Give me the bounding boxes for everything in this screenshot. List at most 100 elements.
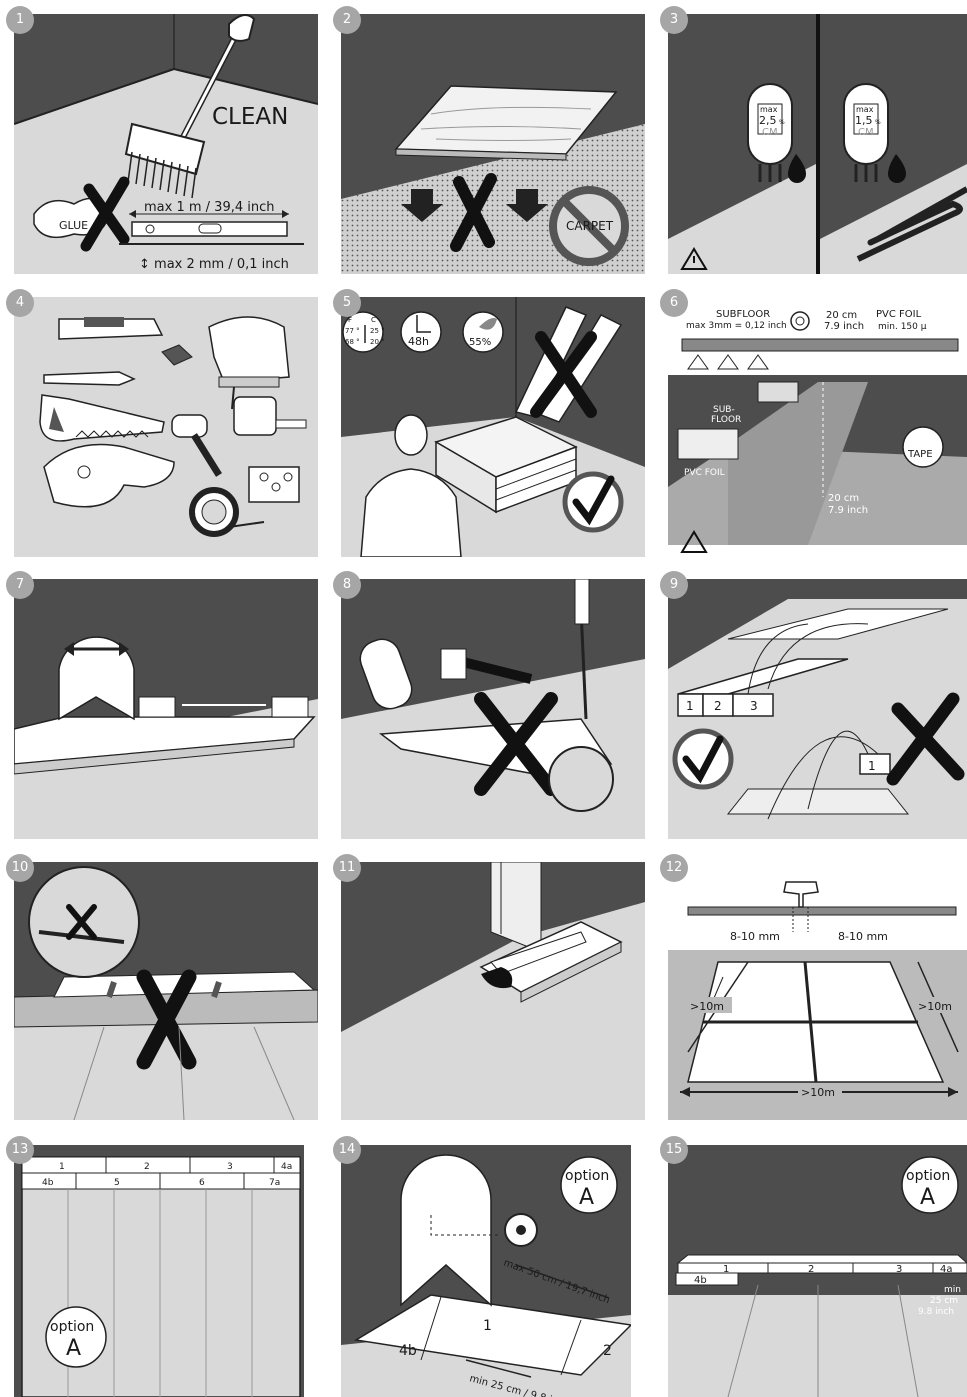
- step-3-illustration: max 2,5 % CM max 1,5 % CM: [668, 14, 967, 274]
- step-badge: 13: [6, 1136, 34, 1164]
- row1-board-2: 2: [144, 1162, 150, 1172]
- temp-c-high: 25 °: [370, 327, 385, 335]
- step-badge: 4: [6, 289, 34, 317]
- step-10-illustration: [14, 862, 318, 1120]
- row2-board-7a: 7a: [269, 1178, 280, 1188]
- min-cm-label: 25 cm: [930, 1296, 958, 1306]
- tape-measure-icon: [234, 397, 276, 435]
- step-13-illustration: 1 2 3 4a 4b 5 6 7a option A: [14, 1145, 304, 1397]
- temp-c-header: C: [371, 316, 376, 324]
- row1-board-3: 3: [227, 1162, 233, 1172]
- spacer-icon: [272, 697, 308, 717]
- option-letter: A: [920, 1185, 935, 1210]
- temp-f-high: 77 °: [345, 327, 360, 335]
- step-9-illustration: 1 2 3 1: [668, 579, 967, 839]
- step-badge: 15: [660, 1136, 688, 1164]
- overlap-cm-bottom: 20 cm: [828, 493, 859, 504]
- overlap-inch-top: 7.9 inch: [824, 321, 864, 332]
- step-badge: 12: [660, 854, 688, 882]
- step-6-panel: SUBFLOOR max 3mm = 0,12 inch 20 cm 7.9 i…: [668, 297, 967, 557]
- glue-label: GLUE: [59, 219, 88, 232]
- option-letter: A: [579, 1185, 594, 1210]
- step-7-illustration: [14, 579, 318, 839]
- step-11-panel: [341, 862, 645, 1120]
- step-4-illustration: [14, 297, 318, 557]
- step-9-panel: 1 2 3 1: [668, 579, 967, 839]
- temp-c-low: 20 °: [370, 338, 385, 346]
- board-4b-label: 4b: [399, 1343, 417, 1359]
- jigsaw-icon: [209, 317, 289, 382]
- overlap-inch-bottom: 7.9 inch: [828, 505, 868, 516]
- carpet-label: CARPET: [566, 219, 614, 233]
- gap-left-label: 8-10 mm: [730, 930, 780, 943]
- option-letter: A: [66, 1336, 81, 1361]
- step-badge: 3: [660, 6, 688, 34]
- option-label: option: [906, 1168, 950, 1184]
- pencil-icon: [44, 372, 134, 385]
- step-badge: 11: [333, 854, 361, 882]
- step-11-illustration: [341, 862, 645, 1120]
- step-15-illustration: 1 2 3 4a 4b option A min 25 cm 9.8 inch: [668, 1145, 967, 1397]
- step-3-panel: max 2,5 % CM max 1,5 % CM: [668, 14, 967, 274]
- step-14-panel: option A max 50 cm / 19,7 inch 1 2 4b mi…: [341, 1145, 631, 1397]
- meter-2-pct: %: [875, 119, 881, 126]
- sub-label: SUB-: [713, 405, 735, 415]
- step-13-panel: 1 2 3 4a 4b 5 6 7a option A: [14, 1145, 304, 1397]
- board-1-label: 1: [483, 1318, 492, 1334]
- row1-board-4a: 4a: [281, 1162, 292, 1172]
- step-1-panel: GLUE CLEAN max 1 m / 39,4 inch ↕ max 2 m…: [14, 14, 318, 274]
- spacers-icon: [249, 467, 299, 502]
- subfloor-max-label: max 3mm = 0,12 inch: [686, 321, 787, 331]
- board-2-label: 2: [603, 1343, 612, 1359]
- step-2-panel: CARPET: [341, 14, 645, 274]
- row2-board-4b: 4b: [42, 1178, 54, 1188]
- step-8-panel: [341, 579, 645, 839]
- temp-f-low: 68 °: [345, 338, 360, 346]
- step-badge: 5: [333, 289, 361, 317]
- step-badge: 6: [660, 289, 688, 317]
- subfloor-label: SUBFLOOR: [716, 309, 770, 320]
- meter-1-unit: CM: [762, 127, 778, 138]
- length-left-label: >10m: [690, 1000, 724, 1013]
- step-badge: 9: [660, 571, 688, 599]
- clean-label: CLEAN: [212, 104, 288, 130]
- length-right-label: >10m: [918, 1000, 952, 1013]
- floor-label: FLOOR: [711, 415, 741, 425]
- board-3-label: 3: [896, 1264, 902, 1275]
- meter-1-max: max: [760, 105, 778, 114]
- min-label: min: [944, 1285, 961, 1295]
- step-5-illustration: F C 77 ° 68 ° 25 ° 20 ° 48h 55%: [341, 297, 645, 557]
- meter-1-value: 2,5: [759, 114, 777, 127]
- step-badge: 10: [6, 854, 34, 882]
- max-deviation-label: ↕ max 2 mm / 0,1 inch: [139, 257, 289, 272]
- row2-board-5: 5: [114, 1178, 120, 1188]
- step-4-panel: [14, 297, 318, 557]
- step-7-panel: [14, 579, 318, 839]
- step-2-illustration: CARPET: [341, 14, 645, 274]
- board-3-label: 3: [750, 699, 758, 713]
- meter-2-max: max: [856, 105, 874, 114]
- length-bottom-label: >10m: [801, 1086, 835, 1099]
- hammer-icon: [172, 415, 207, 437]
- board-4b-label: 4b: [694, 1275, 707, 1286]
- step-15-panel: 1 2 3 4a 4b option A min 25 cm 9.8 inch: [668, 1145, 967, 1397]
- board-2-label: 2: [714, 699, 722, 713]
- step-1-illustration: GLUE CLEAN max 1 m / 39,4 inch ↕ max 2 m…: [14, 14, 318, 274]
- meter-2-value: 1,5: [855, 114, 873, 127]
- temp-f-header: F: [348, 316, 352, 324]
- board-1-label: 1: [686, 699, 694, 713]
- step-badge: 2: [333, 6, 361, 34]
- option-label: option: [565, 1168, 609, 1184]
- meter-1-pct: %: [779, 119, 785, 126]
- step-5-panel: F C 77 ° 68 ° 25 ° 20 ° 48h 55%: [341, 297, 645, 557]
- row2-board-6: 6: [199, 1178, 205, 1188]
- step-badge: 1: [6, 6, 34, 34]
- overlap-cm-top: 20 cm: [826, 310, 857, 321]
- max-length-label: max 1 m / 39,4 inch: [144, 200, 274, 215]
- board-1b-label: 1: [868, 759, 876, 773]
- step-12-illustration: 8-10 mm 8-10 mm >10m >10m >10m: [668, 862, 967, 1120]
- pvc-foil-floor-label: PVC FOIL: [684, 468, 725, 478]
- step-badge: 8: [333, 571, 361, 599]
- step-badge: 14: [333, 1136, 361, 1164]
- meter-2-unit: CM: [858, 127, 874, 138]
